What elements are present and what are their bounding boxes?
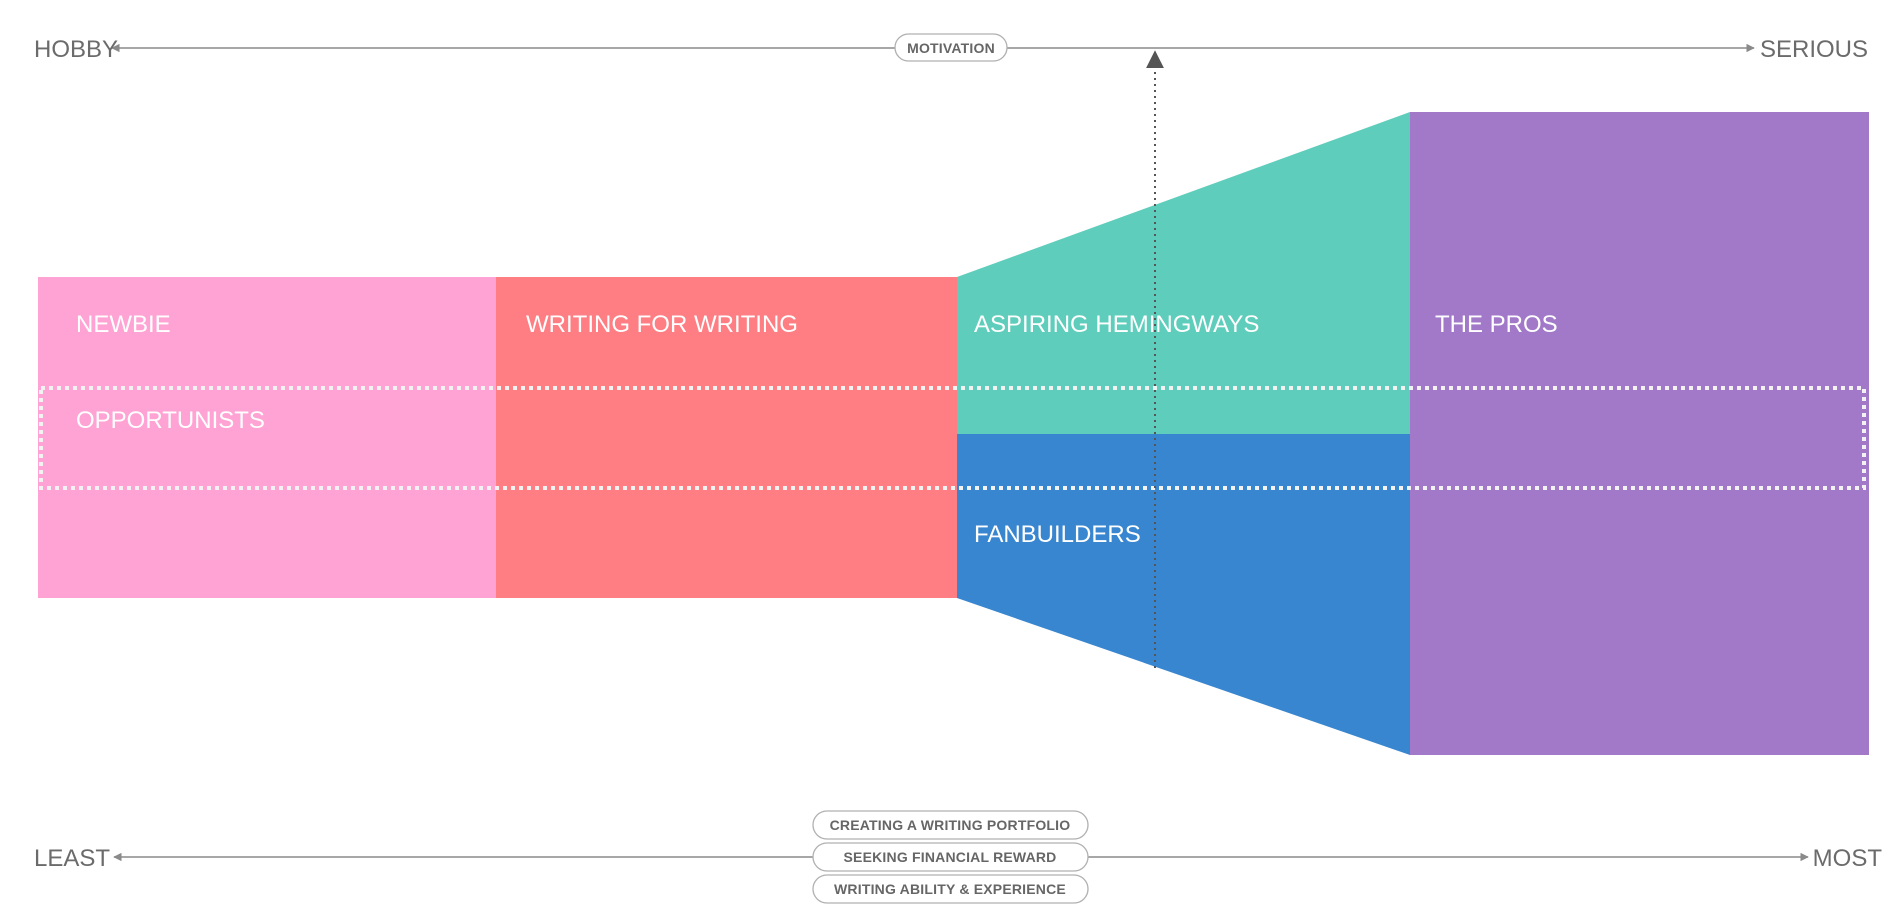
- ability-pill-financial-label: SEEKING FINANCIAL REWARD: [844, 849, 1057, 865]
- segment-aspiring-hemingways-label: ASPIRING HEMINGWAYS: [974, 311, 1259, 338]
- ability-pill-portfolio-outline: [812, 810, 1089, 840]
- segment-writing-for-writing: [496, 277, 957, 598]
- segment-the-pros-label: THE PROS: [1435, 311, 1558, 338]
- motivation-pill-outline: [894, 33, 1008, 62]
- segment-newbie-label: NEWBIE: [76, 311, 171, 338]
- ability-pill-financial-outline: [812, 842, 1089, 872]
- ability-pill-portfolio-label: CREATING A WRITING PORTFOLIO: [830, 817, 1071, 833]
- segment-writing-for-writing-label: WRITING FOR WRITING: [526, 311, 798, 338]
- motivation-pill-label: MOTIVATION: [907, 40, 995, 56]
- segment-fanbuilders-label: FANBUILDERS: [974, 521, 1141, 548]
- ability-pill-experience-label: WRITING ABILITY & EXPERIENCE: [834, 881, 1066, 897]
- ability-axis-right-label: MOST: [1813, 845, 1883, 872]
- motivation-axis-right-label: SERIOUS: [1760, 36, 1868, 63]
- motivation-pill: MOTIVATION: [894, 33, 1008, 62]
- segment-the-pros: [1410, 112, 1869, 755]
- ability-pill-experience-outline: [812, 874, 1089, 904]
- ability-pill-experience: WRITING ABILITY & EXPERIENCE: [812, 874, 1089, 904]
- opportunists-label: OPPORTUNISTS: [76, 407, 265, 434]
- ability-axis-left-label: LEAST: [34, 845, 110, 872]
- opportunists-band: [39, 386, 1866, 490]
- ability-pill-portfolio: CREATING A WRITING PORTFOLIO: [812, 810, 1089, 840]
- segment-newbie: [38, 277, 496, 598]
- motivation-axis-left-label: HOBBY: [34, 36, 118, 63]
- segment-aspiring-hemingways: [957, 112, 1410, 434]
- segment-fanbuilders: [957, 434, 1410, 755]
- ability-pill-financial: SEEKING FINANCIAL REWARD: [812, 842, 1089, 872]
